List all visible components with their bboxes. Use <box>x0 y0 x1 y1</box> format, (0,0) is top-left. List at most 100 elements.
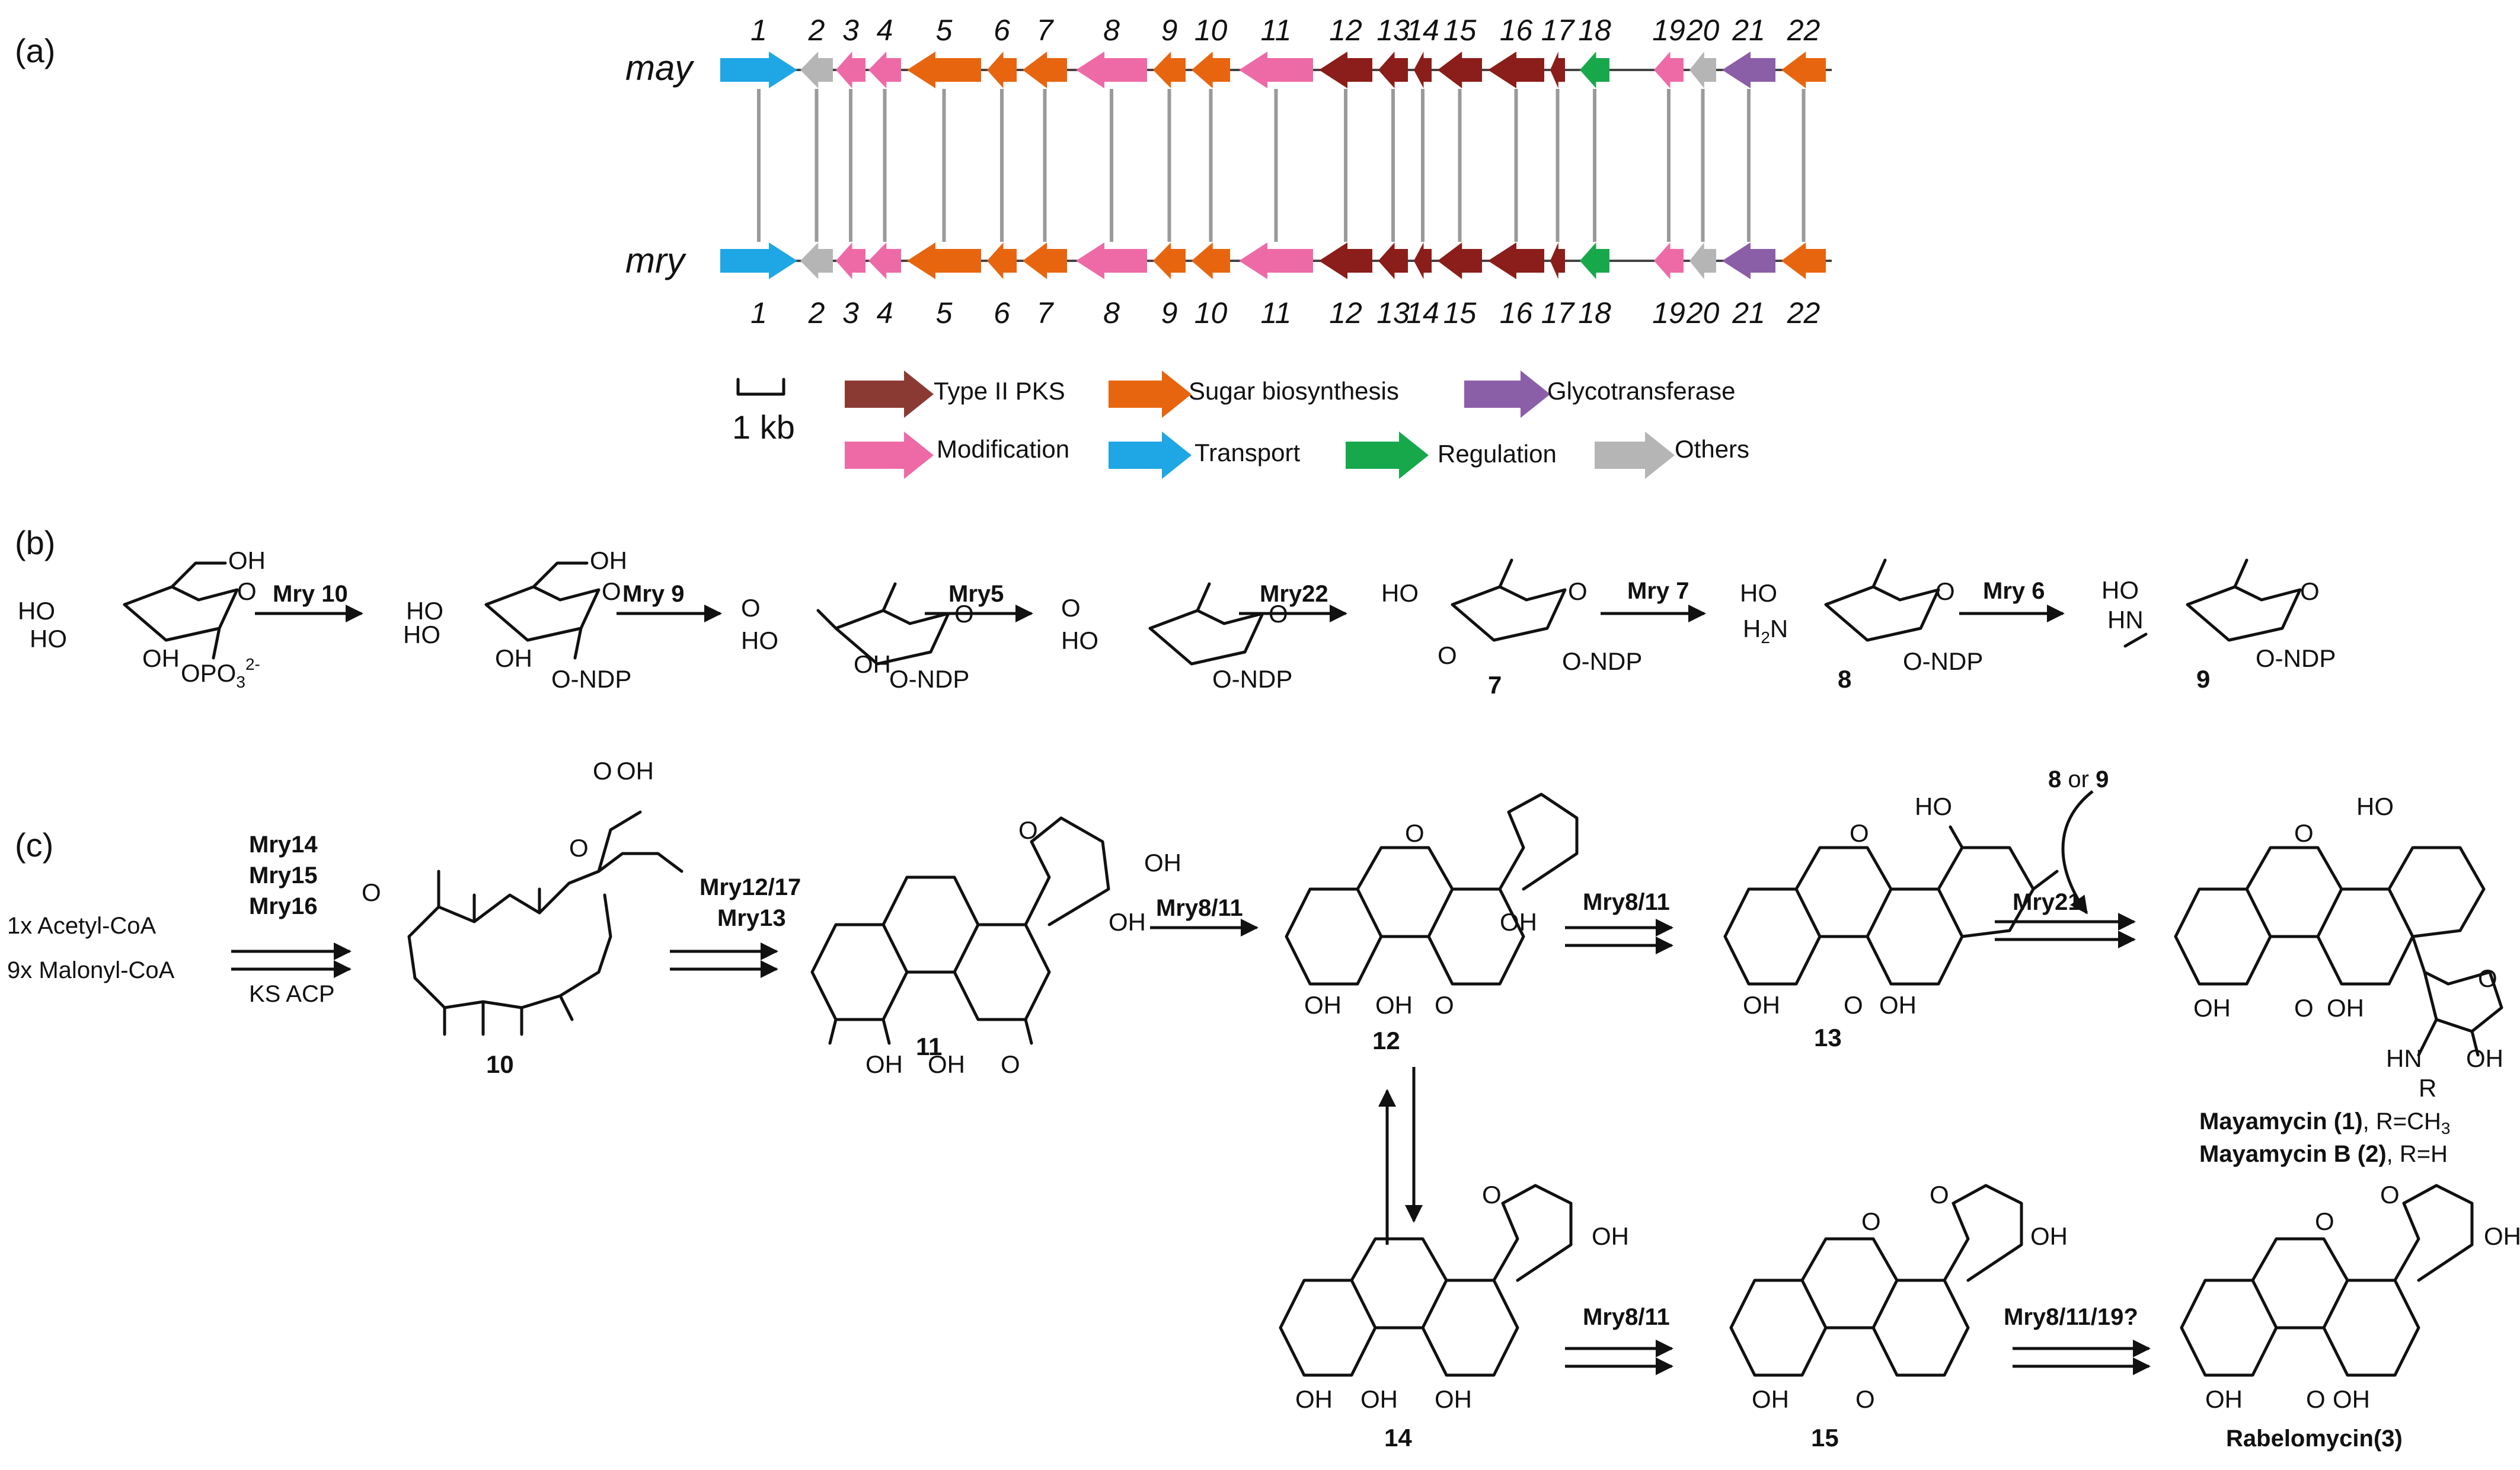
svg-text:OH: OH <box>2466 1044 2503 1072</box>
svg-text:Mry12/17: Mry12/17 <box>700 874 801 900</box>
gene-number: 14 <box>1406 14 1439 47</box>
svg-text:O: O <box>2380 1181 2400 1209</box>
gene-number: 16 <box>1500 14 1533 47</box>
svg-text:O: O <box>1001 1050 1020 1078</box>
svg-text:Type II PKS: Type II PKS <box>934 377 1065 405</box>
gene-number: 21 <box>1732 14 1765 47</box>
svg-text:O: O <box>362 878 381 906</box>
gene-number: 11 <box>1261 296 1292 330</box>
gene-number: 18 <box>1578 296 1611 330</box>
svg-text:O: O <box>2294 819 2314 847</box>
gene-arrow-mry-4 <box>868 242 901 279</box>
svg-text:O-NDP: O-NDP <box>1562 647 1642 675</box>
svg-text:8 or 9: 8 or 9 <box>2048 766 2109 792</box>
gene-arrow-may-9 <box>1153 52 1186 88</box>
gene-arrow-mry-1 <box>720 242 797 279</box>
gene-arrow-mry-16 <box>1488 242 1544 279</box>
svg-text:OH: OH <box>2327 994 2364 1022</box>
compound-label-15: 15 <box>1811 1424 1839 1452</box>
compound-label-14: 14 <box>1384 1424 1412 1452</box>
gene-number: 3 <box>842 14 859 47</box>
svg-text:O: O <box>1930 1181 1949 1209</box>
gene-arrow-may-5 <box>907 52 981 88</box>
compound-label-13: 13 <box>1814 1024 1842 1052</box>
arrow-glycosylation: Mry21 8 or 9 <box>1995 766 2136 948</box>
svg-text:HO: HO <box>403 621 440 648</box>
svg-text:OH: OH <box>1752 1385 1789 1413</box>
svg-text:Mry 7: Mry 7 <box>1627 578 1689 604</box>
gene-number: 15 <box>1443 14 1477 47</box>
gene-arrow-may-6 <box>987 52 1017 88</box>
product-label-rabelomycin: Rabelomycin(3) <box>2226 1426 2403 1452</box>
svg-text:OH: OH <box>854 650 891 678</box>
arrow-mry9: Mry 9 <box>617 581 722 622</box>
svg-text:O: O <box>2478 964 2497 992</box>
svg-text:O: O <box>2306 1385 2326 1413</box>
svg-text:OH: OH <box>1500 908 1537 936</box>
svg-text:Others: Others <box>1675 435 1749 463</box>
gene-number: 7 <box>1037 14 1055 47</box>
gene-arrow-may-4 <box>868 52 901 88</box>
svg-text:O: O <box>741 594 761 622</box>
legend-item-type-ii-pks: Type II PKS <box>845 370 1065 418</box>
product-label-mayamycin-b: Mayamycin B (2), R=H <box>2199 1141 2448 1167</box>
gene-arrow-may-20 <box>1689 52 1716 88</box>
compound-label-9: 9 <box>2196 665 2210 693</box>
gene-number: 13 <box>1376 14 1410 47</box>
compound-mayamycin: O HO OH O OH O HN R OH Mayamycin (1), R=… <box>2174 792 2503 1167</box>
gene-number: 1 <box>750 296 767 330</box>
compound-label-10: 10 <box>486 1050 514 1078</box>
svg-text:HO: HO <box>2356 792 2394 820</box>
svg-text:O: O <box>1405 819 1425 847</box>
gene-arrow-mry-3 <box>836 242 865 279</box>
arrow-mry7: Mry 7 <box>1601 578 1706 622</box>
compound-10-polyketide: O OH O O 10 <box>362 757 684 1078</box>
svg-text:O: O <box>1850 819 1869 847</box>
svg-text:HO: HO <box>18 597 55 625</box>
svg-text:HN: HN <box>2386 1044 2422 1072</box>
svg-text:Mry5: Mry5 <box>948 581 1004 607</box>
gene-number: 12 <box>1329 14 1362 47</box>
legend-item-modification: Modification <box>845 432 1069 479</box>
compound-label-7: 7 <box>1488 671 1502 699</box>
gene-number: 3 <box>842 296 859 330</box>
gene-number: 13 <box>1376 296 1410 330</box>
gene-number: 7 <box>1037 296 1055 330</box>
svg-text:R: R <box>2419 1074 2436 1102</box>
svg-text:OPO32-: OPO32- <box>181 655 260 691</box>
arrow-ox1: Mry8/11 <box>1150 895 1259 937</box>
svg-text:OH: OH <box>1144 849 1181 877</box>
gene-arrow-mry-15 <box>1438 242 1482 279</box>
sugar-compound-8: HO H2N O O-NDP 8 <box>1740 558 1983 693</box>
compound-11: OH OH O OH OH O 11 <box>810 816 1181 1078</box>
gene-number: 10 <box>1194 14 1228 47</box>
svg-text:OH: OH <box>228 547 266 574</box>
substrate-acetyl-coa: 1x Acetyl-CoA <box>7 913 156 939</box>
compound-label-8: 8 <box>1838 665 1851 693</box>
svg-text:OH: OH <box>142 644 180 672</box>
gene-arrow-mry-11 <box>1239 242 1313 279</box>
gene-number: 10 <box>1194 296 1228 330</box>
gene-number: 6 <box>994 14 1010 47</box>
gene-cluster-mry <box>720 242 1832 279</box>
gene-arrow-may-17 <box>1550 52 1565 88</box>
svg-text:Mry8/11: Mry8/11 <box>1156 895 1243 921</box>
svg-text:HO: HO <box>1915 792 1952 820</box>
svg-text:Modification: Modification <box>937 435 1069 463</box>
svg-text:OH: OH <box>2333 1385 2370 1413</box>
svg-text:Mry8/11: Mry8/11 <box>1583 889 1670 915</box>
gene-number: 18 <box>1578 14 1611 47</box>
gene-number: 12 <box>1329 296 1362 330</box>
gene-number: 4 <box>877 296 893 330</box>
gene-arrow-may-22 <box>1781 52 1826 88</box>
gene-number: 4 <box>877 14 893 47</box>
svg-text:OH: OH <box>1743 991 1780 1019</box>
svg-text:OH: OH <box>590 547 627 574</box>
gene-arrow-mry-2 <box>800 242 833 279</box>
svg-text:HO: HO <box>1381 579 1419 607</box>
sugar-glucose-1-phosphate: OH HO HO OH O OPO32- <box>18 547 266 691</box>
gene-number: 16 <box>1500 296 1533 330</box>
gene-number: 5 <box>936 296 953 330</box>
gene-number: 20 <box>1686 296 1720 330</box>
